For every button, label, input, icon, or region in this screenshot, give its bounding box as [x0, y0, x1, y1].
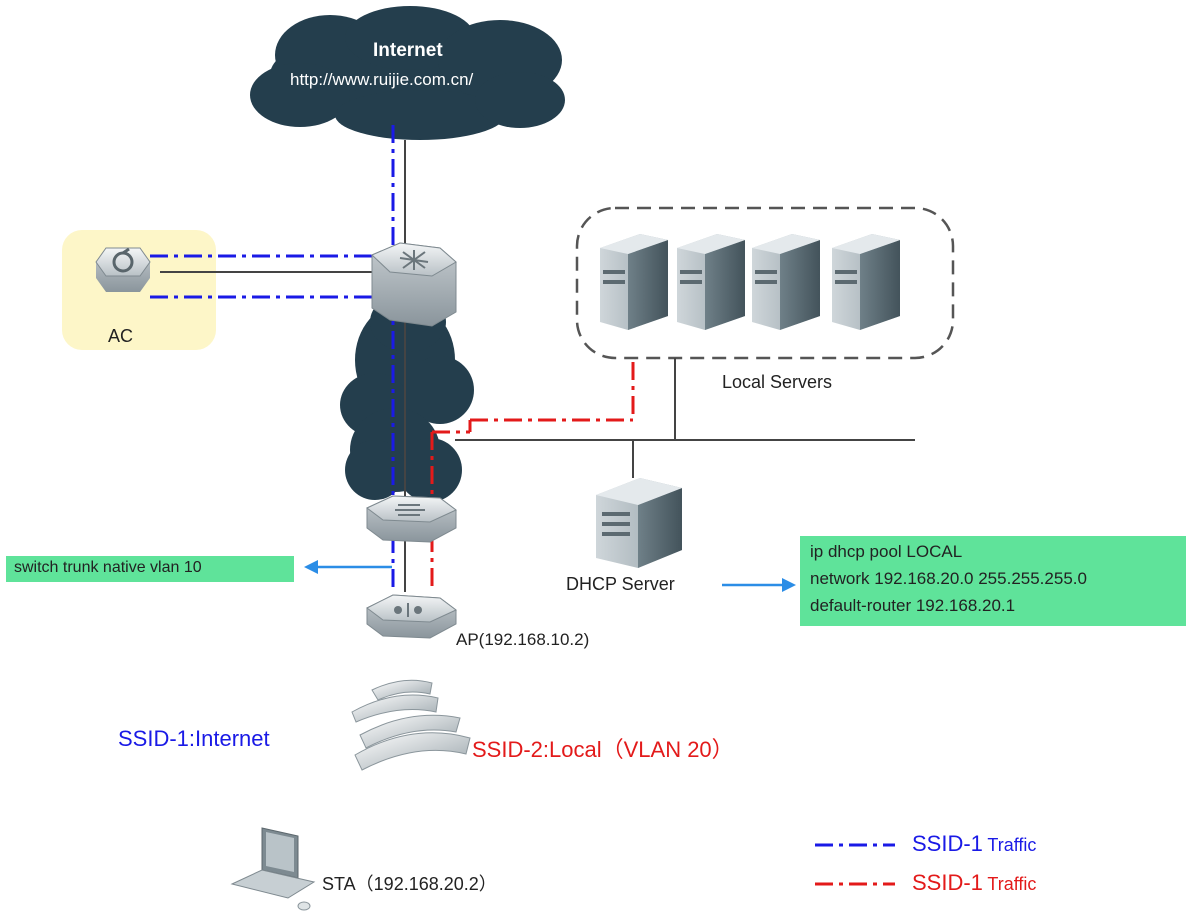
physical-links	[160, 140, 915, 592]
local-servers-label: Local Servers	[722, 372, 833, 392]
ssid1-traffic-path	[150, 125, 395, 592]
ac-controller-icon	[95, 247, 151, 292]
legend-ssid1-name: SSID-1	[912, 831, 983, 856]
wifi-signal-icon	[351, 679, 471, 771]
dhcp-note-arrow	[722, 578, 796, 592]
dhcp-note-line-1: ip dhcp pool LOCAL	[810, 542, 963, 561]
laptop-icon	[230, 827, 316, 911]
lan-cloud	[340, 292, 474, 502]
trunk-note-box: switch trunk native vlan 10	[6, 556, 294, 582]
local-servers-group	[575, 206, 955, 360]
server-icon	[677, 234, 745, 330]
access-switch-icon	[366, 495, 457, 543]
internet-cloud	[250, 6, 565, 140]
access-point-icon	[366, 594, 457, 639]
legend-ssid1-label: SSID-1 Traffic	[912, 831, 1036, 857]
ac-label: AC	[108, 326, 134, 346]
dhcp-server-icon	[596, 478, 682, 568]
dhcp-note-line-3: default-router 192.168.20.1	[810, 596, 1016, 615]
legend-ssid1-traffic: Traffic	[987, 835, 1037, 855]
legend-ssid2-traffic: Traffic	[987, 874, 1037, 894]
sta-label: STA（192.168.20.2）	[322, 874, 497, 894]
trunk-note-text: switch trunk native vlan 10	[14, 559, 202, 576]
legend-ssid2-label: SSID-1 Traffic	[912, 870, 1036, 896]
core-switch-icon	[371, 242, 457, 327]
ssid1-label: SSID-1:Internet	[118, 726, 270, 751]
dhcp-note-line-2: network 192.168.20.0 255.255.255.0	[810, 569, 1087, 588]
ap-label: AP(192.168.10.2)	[456, 630, 590, 649]
dhcp-server-label: DHCP Server	[566, 574, 675, 594]
server-icon	[752, 234, 820, 330]
legend-ssid2-name: SSID-1	[912, 870, 983, 895]
internet-title: Internet	[373, 40, 443, 61]
internet-url: http://www.ruijie.com.cn/	[290, 70, 474, 89]
server-icon	[600, 234, 668, 330]
trunk-note-arrow	[304, 560, 392, 574]
server-icon	[832, 234, 900, 330]
ssid2-label: SSID-2:Local（VLAN 20）	[472, 737, 734, 762]
dhcp-note-box: ip dhcp pool LOCAL network 192.168.20.0 …	[800, 536, 1186, 626]
